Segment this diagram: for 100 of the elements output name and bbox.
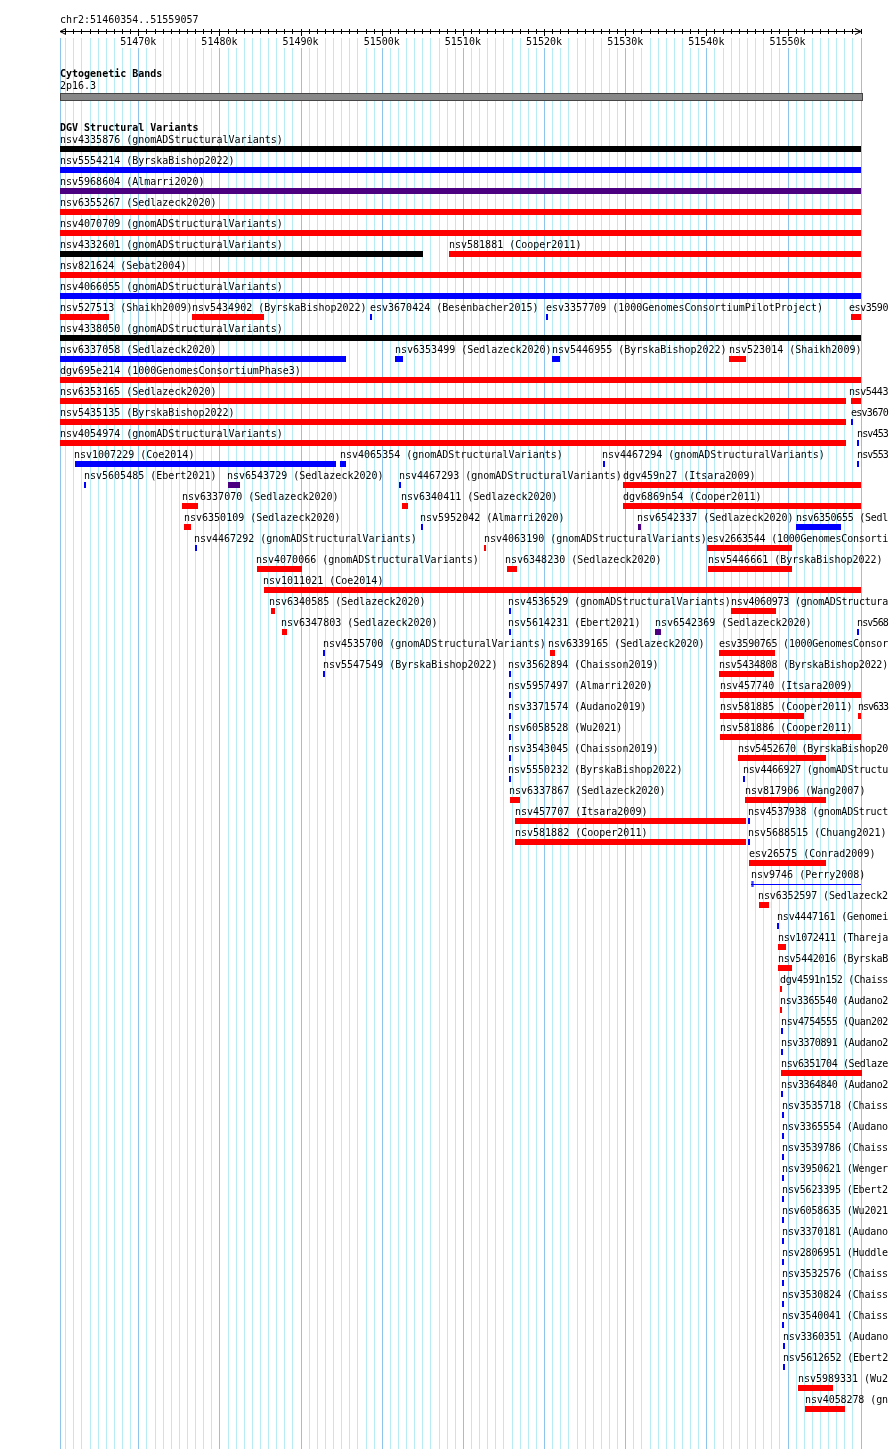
variant-label: nsv6347803 (Sedlazeck2020) bbox=[281, 617, 438, 629]
variant-label: dgv695e214 (1000GenomesConsortiumPhase3) bbox=[60, 365, 301, 377]
variant-label: esv3670 bbox=[851, 407, 888, 419]
variant-label: nsv5446661 (ByrskaBishop2022) bbox=[708, 554, 883, 566]
variant-label: nsv4335876 (gnomADStructuralVariants) bbox=[60, 134, 283, 146]
variant-label: esv3670424 (Besenbacher2015) bbox=[370, 302, 539, 314]
variant-label: nsv4467294 (gnomADStructuralVariants) bbox=[602, 449, 825, 461]
tick-label: 51490k bbox=[282, 36, 319, 48]
variant-label: nsv5435135 (ByrskaBishop2022) bbox=[60, 407, 235, 419]
variant-label: nsv581882 (Cooper2011) bbox=[515, 827, 648, 839]
variant-label: nsv5968604 (Almarri2020) bbox=[60, 176, 205, 188]
variant-label: nsv5614231 (Ebert2021) bbox=[508, 617, 641, 629]
variant-label: nsv6543729 (Sedlazeck2020) bbox=[227, 470, 384, 482]
variant-label: nsv3540041 (Chaiss bbox=[782, 1310, 888, 1322]
variant-label: nsv817906 (Wang2007) bbox=[745, 785, 866, 797]
variant-label: esv3590 bbox=[849, 302, 888, 314]
variant-label: nsv3532576 (Chaiss bbox=[782, 1268, 888, 1280]
variant-label: nsv5957497 (Almarri2020) bbox=[508, 680, 653, 692]
variant-label: nsv3370891 (Audano2 bbox=[781, 1037, 888, 1049]
variant-label: nsv3365540 (Audano2 bbox=[780, 995, 888, 1007]
variant-label: nsv523014 (Shaikh2009) bbox=[729, 344, 862, 356]
variant-label: nsv4065354 (gnomADStructuralVariants) bbox=[340, 449, 563, 461]
variant-label: nsv5434902 (ByrskaBishop2022) bbox=[192, 302, 367, 314]
variant-label: esv2663544 (1000GenomesConsorti bbox=[707, 533, 888, 545]
variant-label: nsv5443 bbox=[849, 386, 888, 398]
variant-label: nsv6350109 (Sedlazeck2020) bbox=[184, 512, 341, 524]
variant-label: nsv6353165 (Sedlazeck2020) bbox=[60, 386, 217, 398]
variant-label: nsv568 bbox=[857, 617, 888, 629]
variant-label: nsv6355267 (Sedlazeck2020) bbox=[60, 197, 217, 209]
variant-label: nsv5434808 (ByrskaBishop2022) bbox=[719, 659, 888, 671]
tick-label: 51530k bbox=[607, 36, 644, 48]
tick-label: 51520k bbox=[525, 36, 563, 48]
variant-label: nsv4338050 (gnomADStructuralVariants) bbox=[60, 323, 283, 335]
variant-label: nsv6058528 (Wu2021) bbox=[508, 722, 623, 734]
variant-label: nsv6348230 (Sedlazeck2020) bbox=[505, 554, 662, 566]
variant-label: nsv6340411 (Sedlazeck2020) bbox=[401, 491, 558, 503]
variant-label: nsv5547549 (ByrskaBishop2022) bbox=[323, 659, 498, 671]
variant-label: nsv4066055 (gnomADStructuralVariants) bbox=[60, 281, 283, 293]
variant-label: nsv1011021 (Coe2014) bbox=[263, 575, 384, 587]
variant-label: nsv6352597 (Sedlazeck2 bbox=[758, 890, 888, 902]
tick-label: 51540k bbox=[688, 36, 725, 48]
variant-label: nsv5605485 (Ebert2021) bbox=[84, 470, 217, 482]
variant-label: nsv6351704 (Sedlaze bbox=[781, 1058, 888, 1070]
variant-label: nsv4058278 (gn bbox=[805, 1394, 888, 1406]
variant-label: esv26575 (Conrad2009) bbox=[749, 848, 876, 860]
variant-label: nsv4332601 (gnomADStructuralVariants) bbox=[60, 239, 283, 251]
variant-label: nsv3364840 (Audano2 bbox=[781, 1079, 888, 1091]
variant-label: nsv2806951 (Huddle bbox=[782, 1247, 888, 1259]
variant-label: nsv6542369 (Sedlazeck2020) bbox=[655, 617, 812, 629]
variant-label: nsv1072411 (Thareja bbox=[778, 932, 888, 944]
variant-label: nsv6353499 (Sedlazeck2020) bbox=[395, 344, 552, 356]
variant-label: dgv459n27 (Itsara2009) bbox=[623, 470, 756, 482]
variant-label: nsv581881 (Cooper2011) bbox=[449, 239, 582, 251]
variant-label: nsv457740 (Itsara2009) bbox=[720, 680, 853, 692]
variant-label: nsv453 bbox=[857, 428, 888, 440]
variant-label: nsv821624 (Sebat2004) bbox=[60, 260, 187, 272]
variant-label: nsv3360351 (Audano bbox=[783, 1331, 888, 1343]
variant-label: esv3357709 (1000GenomesConsortiumPilotProject) bbox=[546, 302, 823, 314]
variant-label: nsv6058635 (Wu2021 bbox=[782, 1205, 888, 1217]
variant-label: nsv4070066 (gnomADStructuralVariants) bbox=[256, 554, 479, 566]
variant-label: nsv3365554 (Audano bbox=[782, 1121, 888, 1133]
variant-label: nsv5550232 (ByrskaBishop2022) bbox=[508, 764, 683, 776]
variant-label: nsv4467292 (gnomADStructuralVariants) bbox=[194, 533, 417, 545]
variant-label: nsv633 bbox=[858, 701, 888, 713]
tick-label: 51470k bbox=[120, 36, 157, 48]
variant-label: nsv553 bbox=[857, 449, 888, 461]
variant-label: nsv4447161 (Genomei bbox=[777, 911, 888, 923]
variant-label: nsv6350655 (Sedl bbox=[796, 512, 888, 524]
variant-label: nsv3539786 (Chaiss bbox=[782, 1142, 888, 1154]
band-label: 2p16.3 bbox=[60, 80, 97, 92]
variant-label: nsv581886 (Cooper2011) bbox=[720, 722, 853, 734]
variant-label: dgv4591n152 (Chaiss bbox=[780, 974, 888, 986]
variant-label: nsv3535718 (Chaiss bbox=[782, 1100, 888, 1112]
variant-label: nsv5554214 (ByrskaBishop2022) bbox=[60, 155, 235, 167]
variant-label: nsv6337070 (Sedlazeck2020) bbox=[182, 491, 339, 503]
variant-label: nsv3543045 (Chaisson2019) bbox=[508, 743, 659, 755]
variant-label: nsv3370181 (Audano bbox=[782, 1226, 888, 1238]
variant-label: nsv4054974 (gnomADStructuralVariants) bbox=[60, 428, 283, 440]
variant-label: nsv4536529 (gnomADStructuralVariants) bbox=[508, 596, 731, 608]
variant-label: nsv581885 (Cooper2011) bbox=[720, 701, 853, 713]
track-title: Cytogenetic Bands bbox=[60, 68, 163, 80]
variant-label: nsv4467293 (gnomADStructuralVariants) bbox=[399, 470, 622, 482]
variant-label: nsv3950621 (Wenger bbox=[782, 1163, 888, 1175]
variant-label: nsv1007229 (Coe2014) bbox=[74, 449, 195, 461]
variant-label: nsv5612652 (Ebert2 bbox=[783, 1352, 888, 1364]
variant-label: nsv4070709 (gnomADStructuralVariants) bbox=[60, 218, 283, 230]
variant-label: nsv3562894 (Chaisson2019) bbox=[508, 659, 659, 671]
variant-label: nsv3530824 (Chaiss bbox=[782, 1289, 888, 1301]
tick-label: 51510k bbox=[444, 36, 481, 48]
variant-label: nsv5623395 (Ebert2 bbox=[782, 1184, 888, 1196]
variant-label: esv3590765 (1000GenomesConsor bbox=[719, 638, 888, 650]
tick-label: 51550k bbox=[769, 36, 806, 48]
variant-label: nsv527513 (Shaikh2009) bbox=[60, 302, 193, 314]
variant-label: nsv9746 (Perry2008) bbox=[751, 869, 866, 881]
variant-label: nsv4537938 (gnomADStruct bbox=[748, 806, 888, 818]
variant-label: nsv6542337 (Sedlazeck2020) bbox=[637, 512, 794, 524]
variant-label: nsv5442016 (ByrskaB bbox=[778, 953, 888, 965]
variant-label: nsv457707 (Itsara2009) bbox=[515, 806, 648, 818]
variant-label: nsv4063190 (gnomADStructuralVariants) bbox=[484, 533, 707, 545]
variant-label: nsv6340585 (Sedlazeck2020) bbox=[269, 596, 426, 608]
